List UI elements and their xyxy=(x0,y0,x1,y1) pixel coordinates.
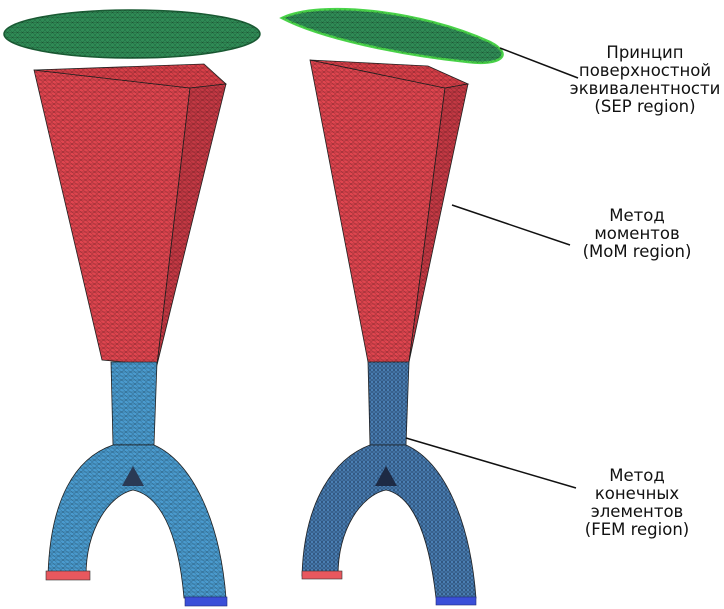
right-junction-dark xyxy=(375,466,397,486)
left-port-blue xyxy=(184,596,228,607)
label-fem-line-1: Метод xyxy=(609,466,665,485)
label-fem-line-2: конечных xyxy=(594,484,680,503)
label-fem-line-3: элементов xyxy=(590,502,684,521)
label-sep-line-2: поверхностной xyxy=(578,61,712,80)
right-port-red xyxy=(301,570,343,580)
label-mom-region: Метод моментов (MoM region) xyxy=(552,207,722,261)
left-horn-mesh xyxy=(34,64,226,365)
leader-line-mom xyxy=(451,204,571,246)
right-port-blue xyxy=(435,596,477,606)
label-mom-line-1: Метод xyxy=(609,206,665,225)
right-horn-mesh xyxy=(310,60,468,362)
label-fem-line-4: (FEM region) xyxy=(584,520,690,539)
leader-line-fem xyxy=(405,437,577,489)
label-sep-region: Принцип поверхностной эквивалентности (S… xyxy=(560,44,724,116)
label-mom-line-2: моментов xyxy=(594,224,680,243)
left-junction-dark xyxy=(122,466,144,486)
left-sep-disk-mesh xyxy=(4,10,260,58)
label-sep-line-3: эквивалентности xyxy=(569,79,721,98)
label-sep-line-4: (SEP region) xyxy=(594,97,696,116)
right-antenna xyxy=(279,7,504,606)
left-port-red xyxy=(45,570,91,581)
right-sep-disk-mesh xyxy=(282,9,503,63)
label-mom-line-3: (MoM region) xyxy=(582,242,692,261)
left-antenna xyxy=(3,9,261,607)
label-sep-line-1: Принцип xyxy=(606,43,684,62)
label-fem-region: Метод конечных элементов (FEM region) xyxy=(552,467,722,539)
leader-line-sep xyxy=(499,47,579,79)
